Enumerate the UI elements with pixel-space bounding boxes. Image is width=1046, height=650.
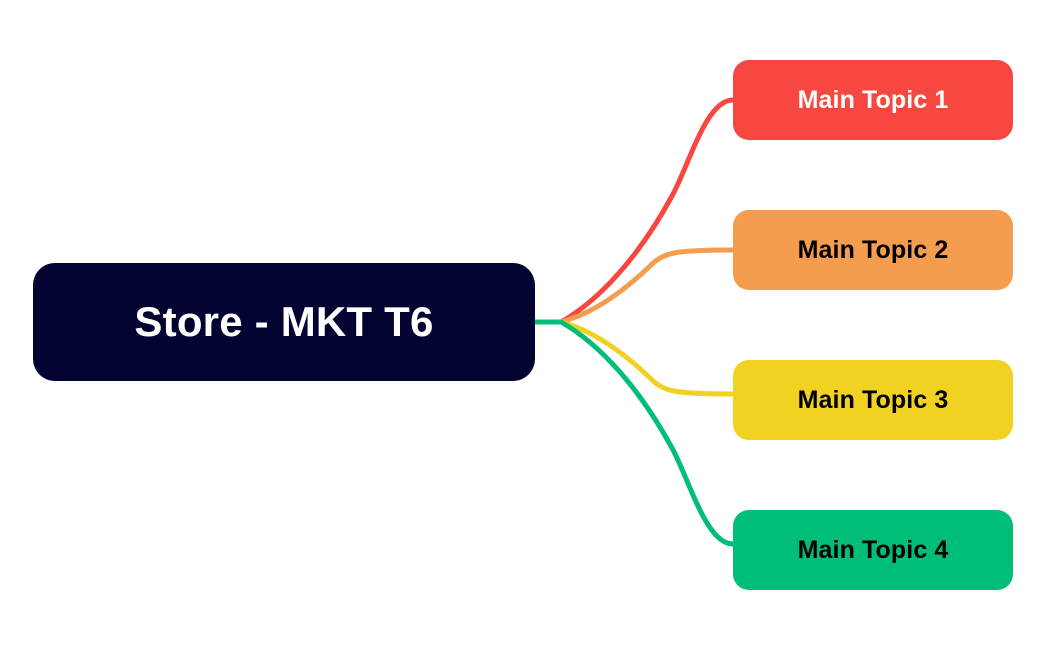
topic-node-main-topic-4[interactable]: Main Topic 4 (733, 510, 1013, 590)
central-node[interactable]: Store - MKT T6 (33, 263, 535, 381)
topic-node-label: Main Topic 1 (797, 85, 949, 114)
connector-topic-3 (558, 319, 736, 397)
topic-node-label: Main Topic 2 (797, 235, 949, 264)
connector-topic-1 (558, 97, 736, 325)
topic-node-main-topic-1[interactable]: Main Topic 1 (733, 60, 1013, 140)
connector-topic-2 (558, 247, 736, 325)
topic-node-label: Main Topic 3 (797, 385, 949, 414)
topic-node-main-topic-3[interactable]: Main Topic 3 (733, 360, 1013, 440)
topic-node-label: Main Topic 4 (797, 535, 949, 564)
central-node-label: Store - MKT T6 (134, 298, 434, 345)
topic-node-main-topic-2[interactable]: Main Topic 2 (733, 210, 1013, 290)
connector-topic-4 (558, 319, 736, 547)
